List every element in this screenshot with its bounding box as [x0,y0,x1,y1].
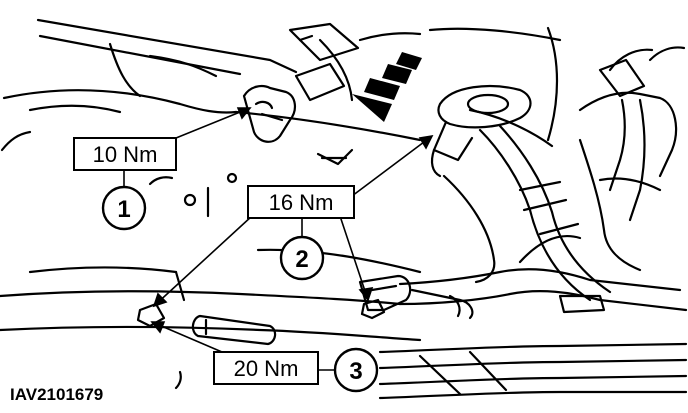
torque-text-3: 20 Nm [234,356,299,381]
torque-label-2: 16 Nm [247,185,355,219]
torque-text-2: 16 Nm [269,190,334,215]
leader-torque-2-bracket [339,215,369,301]
callout-number-1: 1 [117,196,130,223]
callout-1: 1 [101,185,147,231]
callout-circle-2 [279,235,325,281]
torque-box-3 [213,351,319,385]
torque-label-3: 20 Nm [213,351,319,385]
torque-text-1: 10 Nm [93,142,158,167]
airflow-arrows [352,52,422,122]
drawing-lineart [0,18,688,400]
callout-2: 2 [279,235,325,281]
callout-3: 3 [333,347,379,393]
torque-box-2 [247,185,355,219]
leader-torque-1 [175,107,251,139]
callout-number-2: 2 [295,246,308,273]
callout-circle-3 [333,347,379,393]
torque-label-1: 10 Nm [73,137,177,171]
callout-circle-1 [101,185,147,231]
leader-torque-2-left [153,215,253,307]
leader-torque-3 [151,321,223,353]
figure-code: IAV2101679 [10,385,103,404]
leader-lines [123,107,434,371]
leader-torque-2-flange [351,135,433,197]
callout-number-3: 3 [349,358,362,385]
torque-box-1 [73,137,177,171]
